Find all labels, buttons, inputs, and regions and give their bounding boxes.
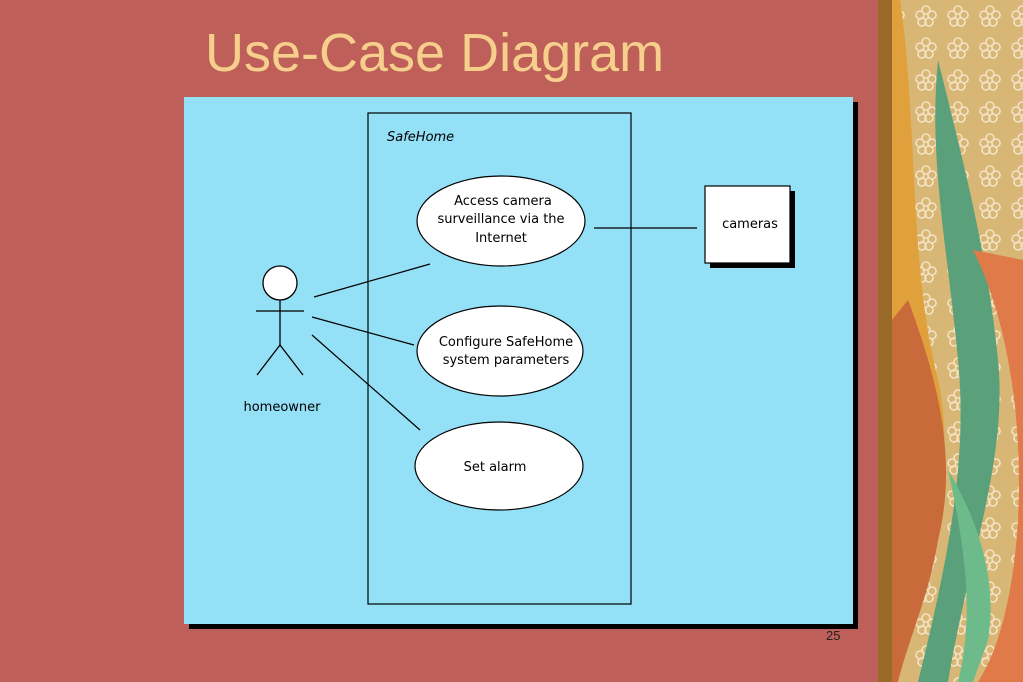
decorative-border [878, 0, 1023, 682]
use-case-configure-safehome[interactable]: Configure SafeHome system parameters [416, 305, 584, 397]
slide-title: Use-Case Diagram [205, 23, 665, 83]
association-line [311, 334, 421, 431]
association-line [313, 263, 431, 298]
use-case-label: Configure SafeHome [439, 335, 573, 350]
system-name: SafeHome [387, 130, 454, 145]
use-case-label: system parameters [443, 353, 570, 368]
cameras-label: cameras [722, 217, 778, 232]
use-case-diagram: SafeHome homeowner Access camera surveil… [243, 112, 795, 605]
decorative-pattern [878, 0, 1023, 682]
association-line [311, 316, 415, 346]
use-case-set-alarm[interactable]: Set alarm [414, 421, 584, 511]
system-boundary [367, 112, 632, 605]
cameras-box[interactable]: cameras [704, 185, 795, 268]
use-case-label: surveillance via the [437, 212, 564, 227]
use-case-access-camera[interactable]: Access camera surveillance via the Inter… [416, 175, 586, 267]
actor-label: homeowner [243, 400, 321, 415]
use-case-label: Internet [475, 231, 527, 246]
associations [311, 227, 697, 431]
use-case-label: Set alarm [464, 460, 527, 475]
actor-homeowner[interactable] [256, 265, 304, 376]
use-case-label: Access camera [454, 194, 552, 209]
slide-number: 25 [826, 628, 841, 643]
